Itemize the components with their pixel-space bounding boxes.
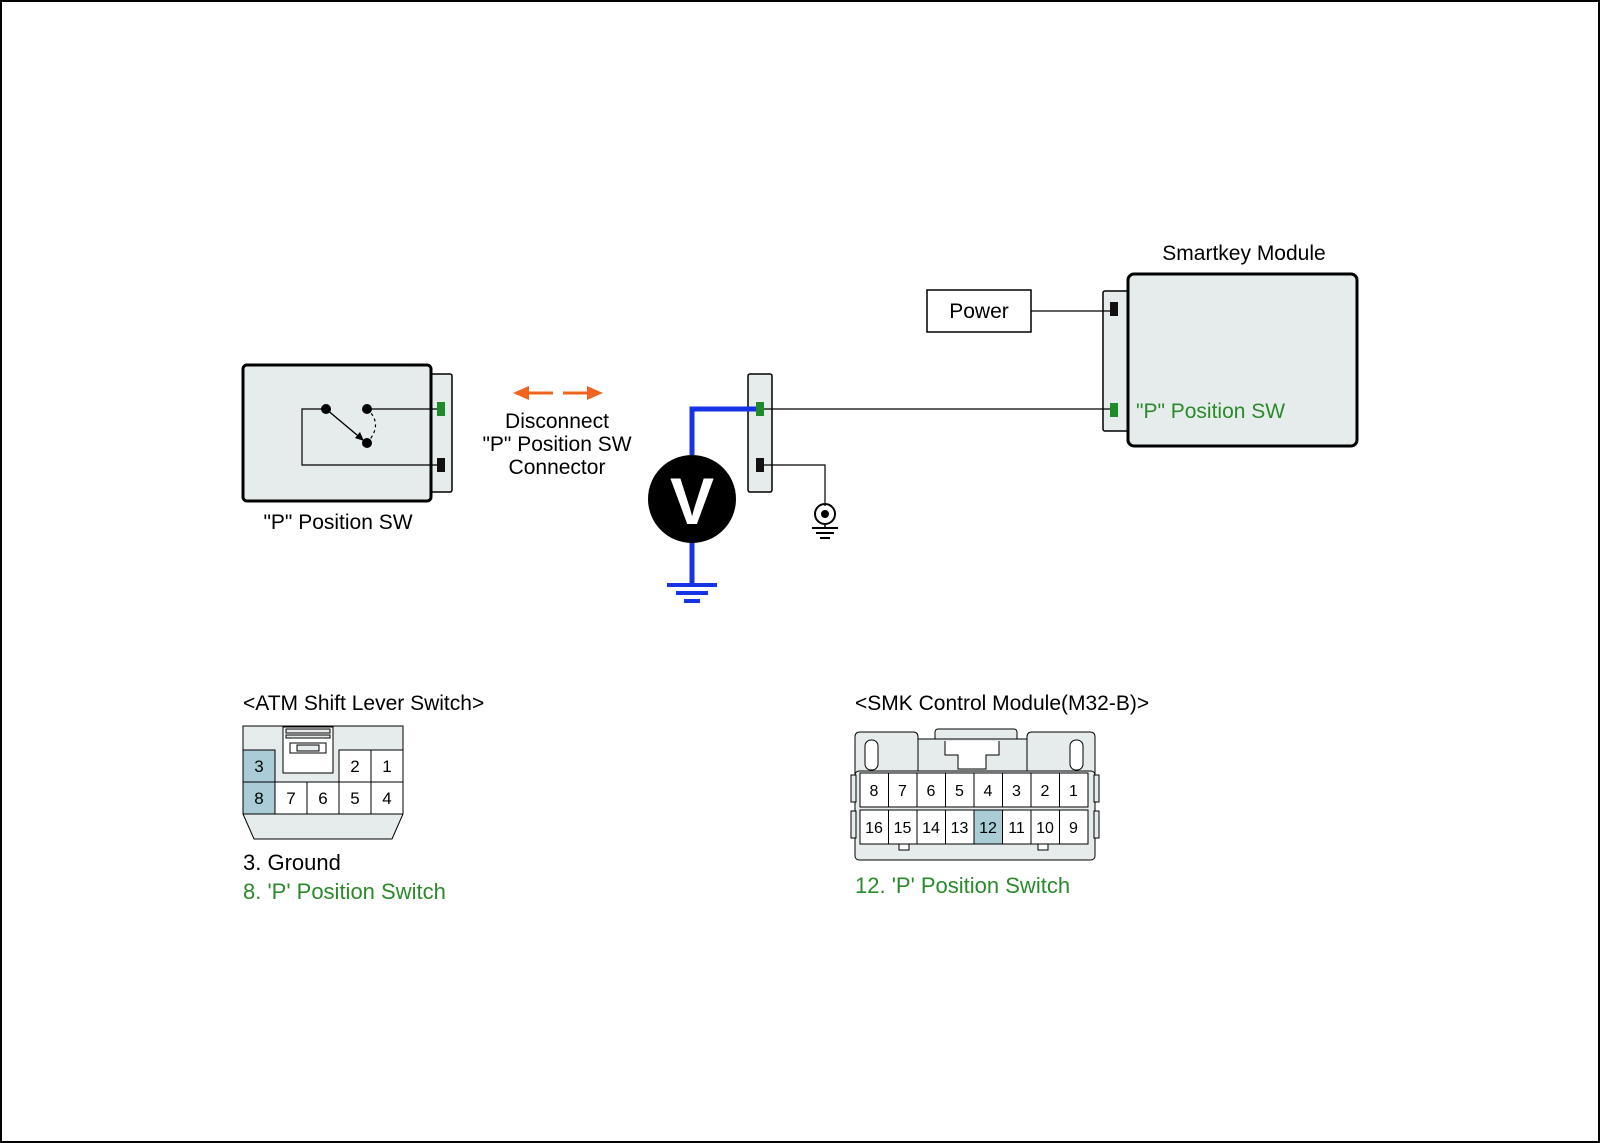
atm-pin: 5 bbox=[350, 789, 359, 808]
probe-wire-positive bbox=[689, 406, 756, 455]
smk-pin: 12 bbox=[979, 820, 997, 837]
voltmeter-icon bbox=[648, 455, 736, 543]
p-switch-pin-green bbox=[437, 402, 445, 416]
smk-pin: 13 bbox=[951, 820, 969, 837]
smk-pin: 15 bbox=[894, 820, 912, 837]
atm-connector-face bbox=[242, 725, 404, 840]
p-switch-connector-strip bbox=[429, 373, 453, 493]
switch-contact-pivot bbox=[321, 404, 331, 414]
harness-pin-green bbox=[756, 402, 764, 416]
atm-legend-ground: 3. Ground bbox=[243, 850, 341, 875]
smk-pin: 1 bbox=[1069, 783, 1078, 800]
atm-pin: 2 bbox=[350, 757, 359, 776]
smartkey-module-box bbox=[1126, 272, 1359, 448]
smk-pin: 10 bbox=[1036, 820, 1054, 837]
smk-pin: 5 bbox=[955, 783, 964, 800]
voltmeter-label: V bbox=[670, 464, 714, 538]
smk-connector-face bbox=[850, 728, 1100, 861]
smk-pin: 4 bbox=[984, 783, 993, 800]
power-label: Power bbox=[949, 300, 1009, 323]
atm-pin: 4 bbox=[382, 789, 391, 808]
disconnect-text-line3: Connector bbox=[509, 456, 606, 479]
harness-pin-black bbox=[756, 458, 764, 472]
smk-connector-title: <SMK Control Module(M32-B)> bbox=[855, 692, 1149, 715]
meter-ground-icon bbox=[667, 583, 717, 603]
smk-pin: 8 bbox=[870, 783, 879, 800]
smk-pin: 9 bbox=[1069, 820, 1078, 837]
atm-pin: 3 bbox=[254, 757, 263, 776]
disconnect-text-line1: Disconnect bbox=[505, 410, 609, 433]
smk-p-position-pin bbox=[1110, 403, 1118, 417]
atm-legend-p-switch: 8. 'P' Position Switch bbox=[243, 879, 446, 904]
smk-pin: 7 bbox=[898, 783, 907, 800]
p-switch-box bbox=[241, 363, 433, 503]
smk-pin: 11 bbox=[1008, 820, 1025, 837]
atm-pin: 7 bbox=[286, 789, 295, 808]
smk-legend-p-switch: 12. 'P' Position Switch bbox=[855, 873, 1070, 898]
switch-blade bbox=[325, 408, 364, 441]
switch-contact-open bbox=[362, 404, 372, 414]
smk-power-pin bbox=[1110, 302, 1118, 316]
smk-pin: 3 bbox=[1012, 783, 1021, 800]
atm-pin: 6 bbox=[318, 789, 327, 808]
switch-internal-return bbox=[301, 408, 437, 466]
smartkey-module-title: Smartkey Module bbox=[1162, 242, 1325, 265]
harness-connector bbox=[747, 373, 773, 493]
switch-travel-arc bbox=[366, 408, 377, 444]
smk-pin: 14 bbox=[922, 820, 940, 837]
smk-p-position-label: "P" Position SW bbox=[1136, 400, 1285, 423]
chassis-ground-icon bbox=[812, 503, 838, 539]
atm-pin: 8 bbox=[254, 789, 263, 808]
p-switch-pin-black bbox=[437, 458, 445, 472]
p-switch-label: "P" Position SW bbox=[263, 511, 412, 534]
switch-blade-arrowhead bbox=[355, 432, 364, 441]
power-box bbox=[926, 289, 1032, 333]
smk-pin: 6 bbox=[927, 783, 936, 800]
atm-connector-title: <ATM Shift Lever Switch> bbox=[243, 692, 484, 715]
atm-pin: 1 bbox=[382, 757, 391, 776]
ground-wire bbox=[764, 464, 826, 506]
disconnect-text-line2: "P" Position SW bbox=[482, 433, 631, 456]
disconnect-arrow-icon bbox=[513, 386, 603, 400]
smk-pin: 16 bbox=[865, 820, 883, 837]
smk-pin: 2 bbox=[1041, 783, 1050, 800]
switch-contact-closed bbox=[362, 438, 372, 448]
